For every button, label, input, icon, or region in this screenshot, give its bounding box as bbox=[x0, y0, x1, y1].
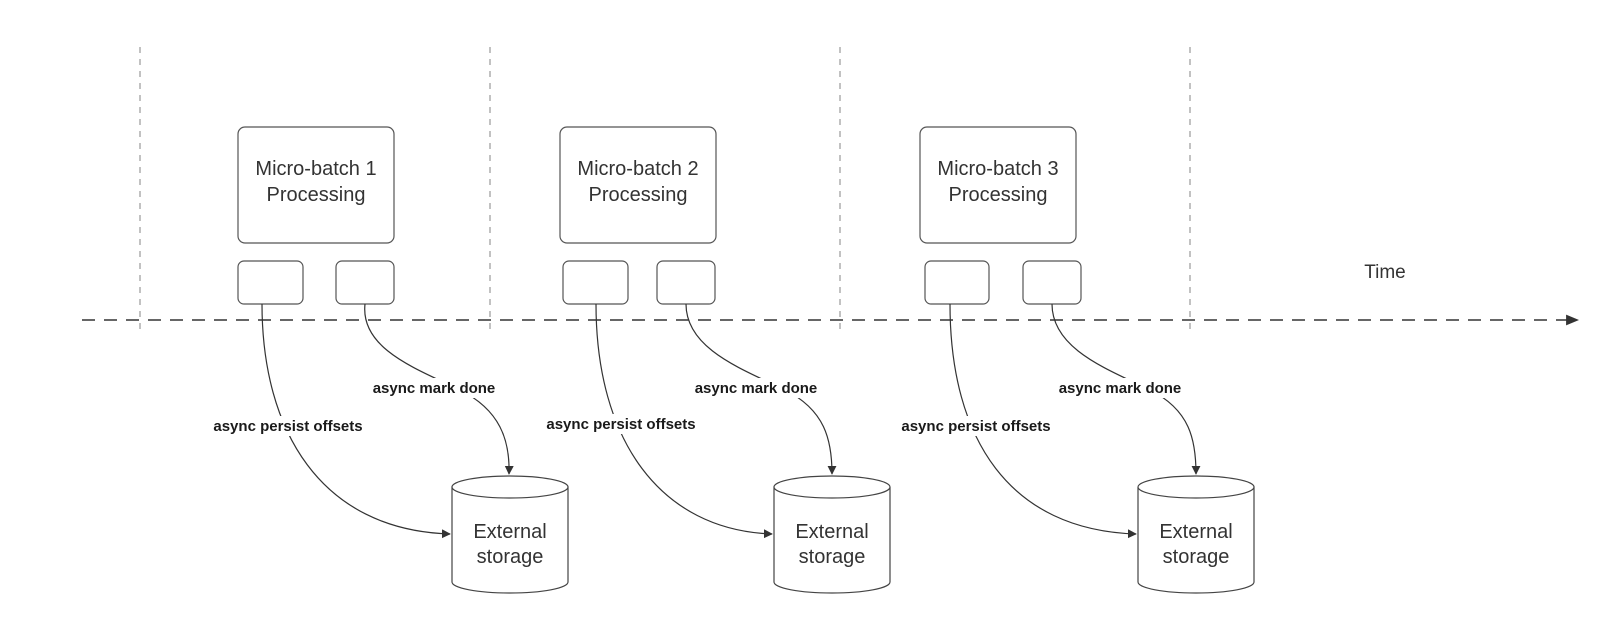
persist-edge-2 bbox=[595, 303, 773, 539]
storage-subtitle-3: storage bbox=[1163, 546, 1230, 568]
timeline-label: Time bbox=[1364, 262, 1406, 283]
done-label-1: async mark done bbox=[373, 380, 496, 397]
persist-edge-3 bbox=[949, 303, 1137, 539]
storage-subtitle-2: storage bbox=[799, 546, 866, 568]
done-task-box-2 bbox=[656, 260, 716, 305]
done-label-2: async mark done bbox=[695, 380, 818, 397]
processing-box-3 bbox=[919, 126, 1077, 244]
done-task-box-3 bbox=[1022, 260, 1082, 305]
storage-title-2: External bbox=[795, 521, 868, 543]
persist-label-3: async persist offsets bbox=[901, 418, 1050, 435]
done-task-box-1 bbox=[335, 260, 395, 305]
storage-subtitle-1: storage bbox=[477, 546, 544, 568]
processing-subtitle-2: Processing bbox=[589, 184, 688, 206]
processing-box-2 bbox=[559, 126, 717, 244]
storage-title-1: External bbox=[473, 521, 546, 543]
persist-task-box-2 bbox=[562, 260, 629, 305]
external-storage-3 bbox=[1137, 475, 1255, 594]
processing-subtitle-1: Processing bbox=[267, 184, 366, 206]
storage-title-3: External bbox=[1159, 521, 1232, 543]
done-label-3: async mark done bbox=[1059, 380, 1182, 397]
persist-task-box-3 bbox=[924, 260, 990, 305]
persist-edge-1 bbox=[261, 303, 451, 539]
external-storage-1 bbox=[451, 475, 569, 594]
persist-label-2: async persist offsets bbox=[546, 416, 695, 433]
processing-subtitle-3: Processing bbox=[949, 184, 1048, 206]
processing-title-2: Micro-batch 2 bbox=[577, 158, 698, 180]
external-storage-2 bbox=[773, 475, 891, 594]
processing-box-1 bbox=[237, 126, 395, 244]
processing-title-1: Micro-batch 1 bbox=[255, 158, 376, 180]
persist-task-box-1 bbox=[237, 260, 304, 305]
processing-title-3: Micro-batch 3 bbox=[937, 158, 1058, 180]
persist-label-1: async persist offsets bbox=[213, 418, 362, 435]
micro-batch-group-3: Micro-batch 3 Processing async mark done… bbox=[890, 126, 1255, 594]
micro-batch-group-1: Micro-batch 1 Processing async mark done… bbox=[202, 126, 569, 594]
micro-batch-group-2: Micro-batch 2 Processing async mark done… bbox=[535, 126, 891, 594]
